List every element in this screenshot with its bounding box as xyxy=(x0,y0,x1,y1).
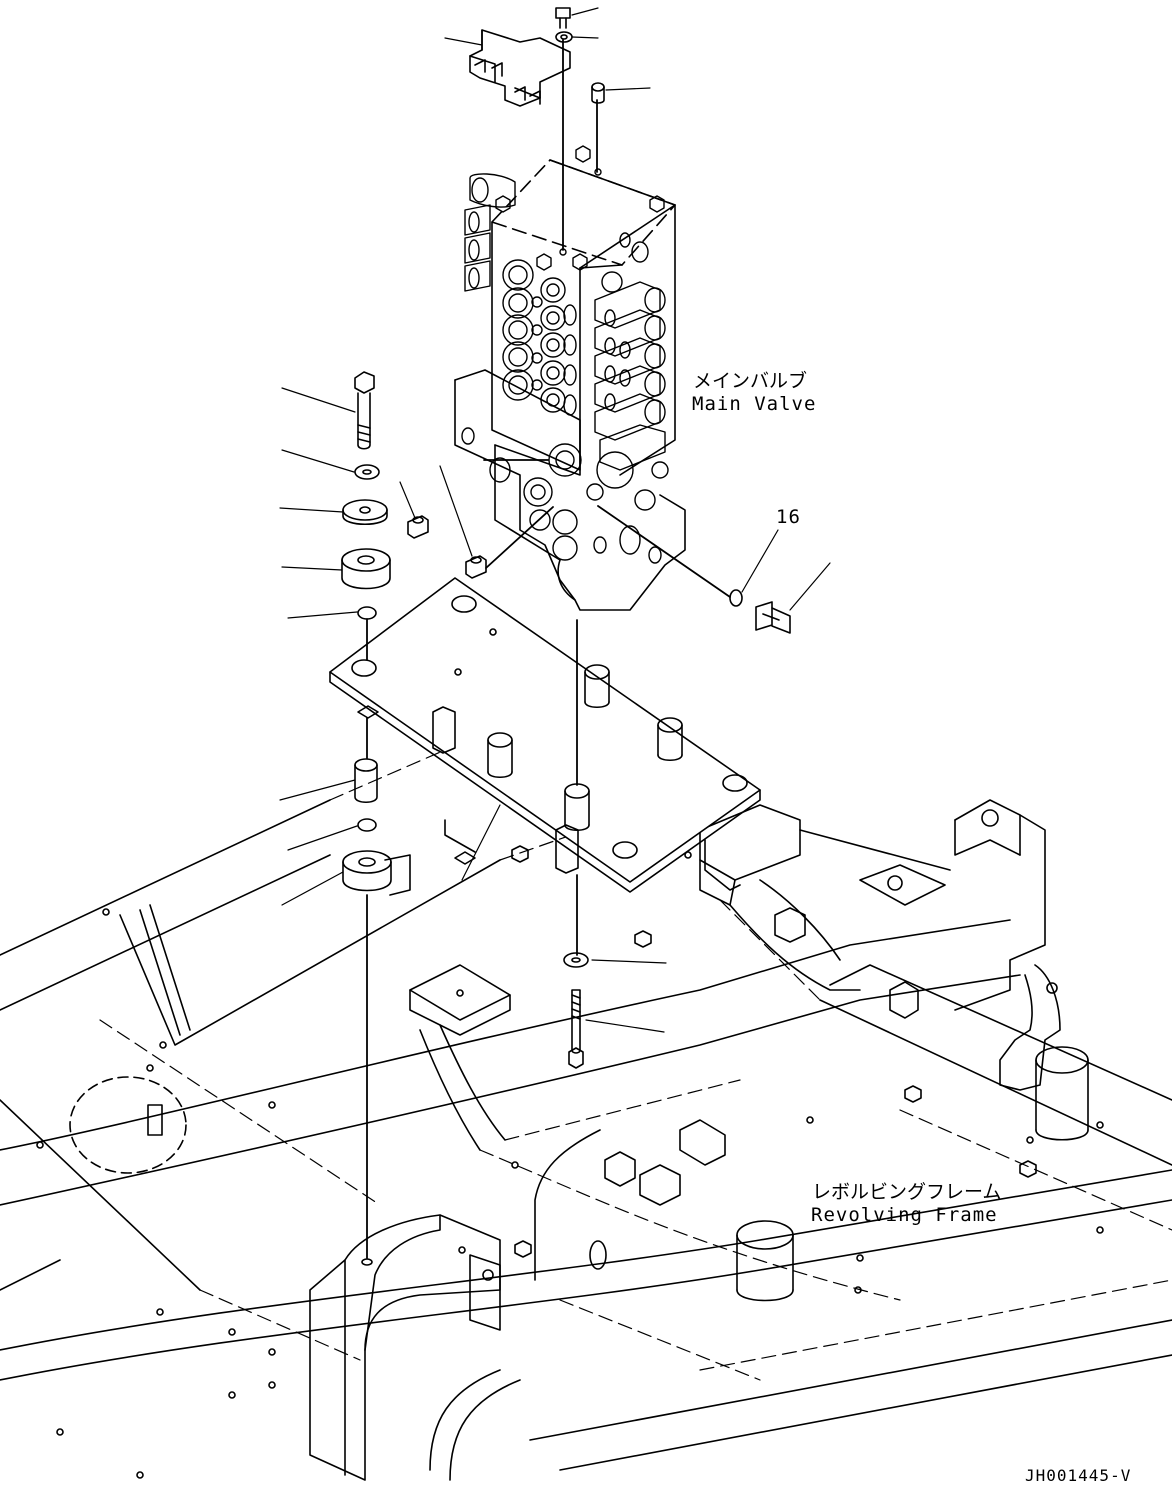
revolving-frame-label-en: Revolving Frame xyxy=(811,1204,998,1226)
leader-lines xyxy=(279,7,831,1033)
drawing-code: JH001445-V xyxy=(1025,1466,1132,1485)
part-number-16: 16 xyxy=(776,506,801,528)
main-valve-label-en: Main Valve xyxy=(692,393,817,415)
assembly-lines xyxy=(366,39,731,1259)
main-valve-label-jp: メインバルブ xyxy=(693,370,808,392)
main-valve xyxy=(454,145,686,611)
mounting-plate xyxy=(329,577,761,896)
sensor-16 xyxy=(729,589,791,634)
revolving-frame xyxy=(0,799,1172,1481)
pins xyxy=(407,515,487,579)
hidden-lines xyxy=(99,699,1172,1381)
top-bracket xyxy=(469,29,571,107)
top-pin xyxy=(591,82,605,104)
right-mount-stack xyxy=(563,952,589,1069)
revolving-frame-label-jp: レボルビングフレーム xyxy=(812,1181,1002,1203)
top-bolt xyxy=(555,7,573,43)
left-mount-stack xyxy=(341,371,392,1266)
